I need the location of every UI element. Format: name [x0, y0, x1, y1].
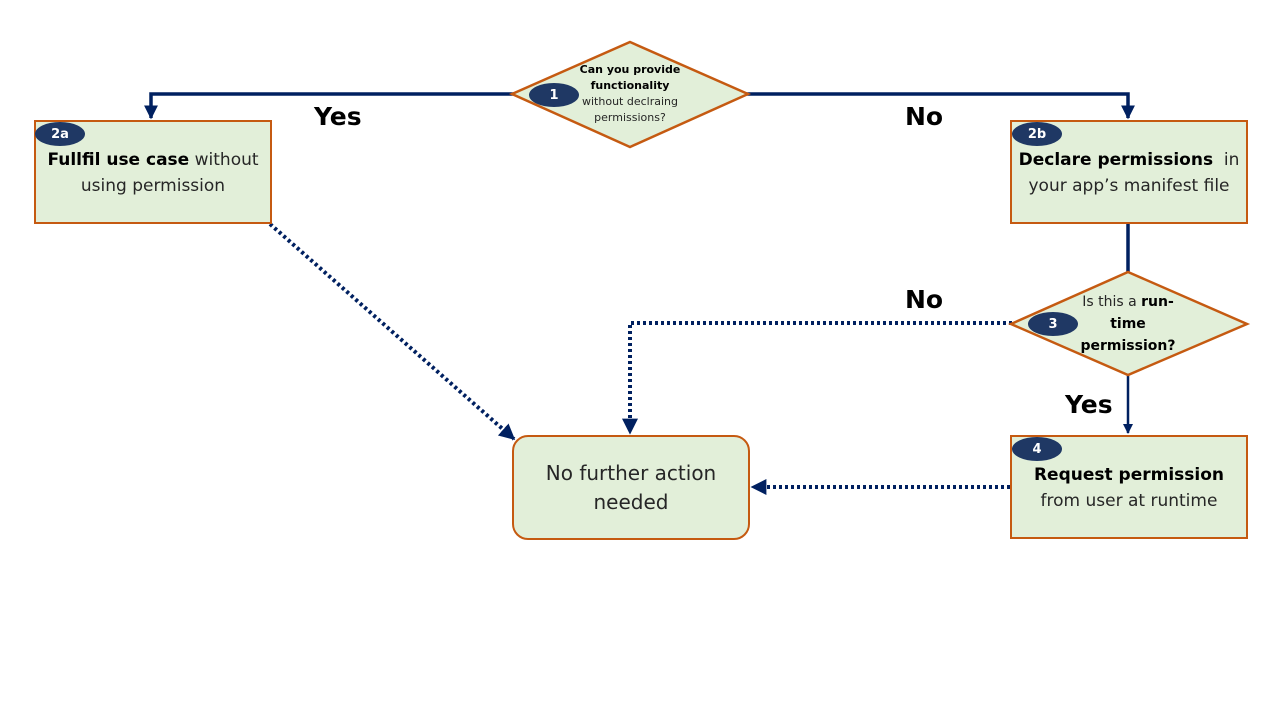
- decision-3-line1-bold: run-: [1141, 294, 1174, 310]
- step-2b-text: Declare permissions in your app’s manife…: [1019, 147, 1240, 199]
- edge-label-no-mid: No: [905, 285, 944, 314]
- decision-1-line3: without declraing: [582, 95, 678, 108]
- step-4-rest: from user at runtime: [1040, 491, 1218, 511]
- edge-label-no-right: No: [905, 102, 944, 131]
- yes-connector-to-2a: [144, 92, 514, 120]
- step-badge-2b: 2b: [1012, 122, 1062, 146]
- connector-2a-to-end: [268, 222, 516, 441]
- decision-1-line4: permissions?: [594, 111, 666, 124]
- step-2b-rest1: in: [1213, 150, 1240, 170]
- step-2a-text: Fullfil use case without using permissio…: [47, 147, 258, 199]
- end-box-text: No further action needed: [546, 459, 716, 517]
- step-badge-4: 4: [1012, 437, 1062, 461]
- decision-3-text: Is this a run- time permission?: [1068, 291, 1188, 357]
- step-badge-3: 3: [1028, 312, 1078, 336]
- edge-label-yes-left: Yes: [314, 102, 362, 131]
- step-4-text: Request permission from user at runtime: [1034, 462, 1224, 514]
- end-box-line1: No further action: [545, 460, 717, 485]
- step-badge-2a: 2a: [35, 122, 85, 146]
- end-box: No further action needed: [512, 435, 750, 540]
- end-box-line2: needed: [593, 489, 669, 514]
- decision-1-text: Can you provide functionality without de…: [570, 62, 690, 126]
- step-2a-rest1: without: [189, 150, 259, 170]
- no-connector-to-end: [622, 321, 1012, 435]
- decision-3-diamond: [1007, 270, 1251, 377]
- step-badge-1: 1: [529, 83, 579, 107]
- step-4-bold: Request permission: [1033, 465, 1225, 485]
- decision-3-line1-pre: Is this a: [1082, 294, 1142, 310]
- decision-1-line2: functionality: [590, 79, 670, 92]
- decision-1-diamond: [508, 40, 752, 149]
- decision-3-line2: time: [1110, 316, 1146, 332]
- step-2b-rest2: your app’s manifest file: [1028, 176, 1230, 196]
- edge-label-yes-bottom: Yes: [1065, 390, 1113, 419]
- step-2a-bold: Fullfil use case: [47, 150, 190, 170]
- decision-3-line3: permission?: [1080, 338, 1176, 354]
- step-2a-rest2: using permission: [80, 176, 226, 196]
- step-2b-bold: Declare permissions: [1018, 150, 1214, 170]
- decision-1-line1: Can you provide: [579, 63, 681, 76]
- no-connector-to-2b: [746, 92, 1135, 120]
